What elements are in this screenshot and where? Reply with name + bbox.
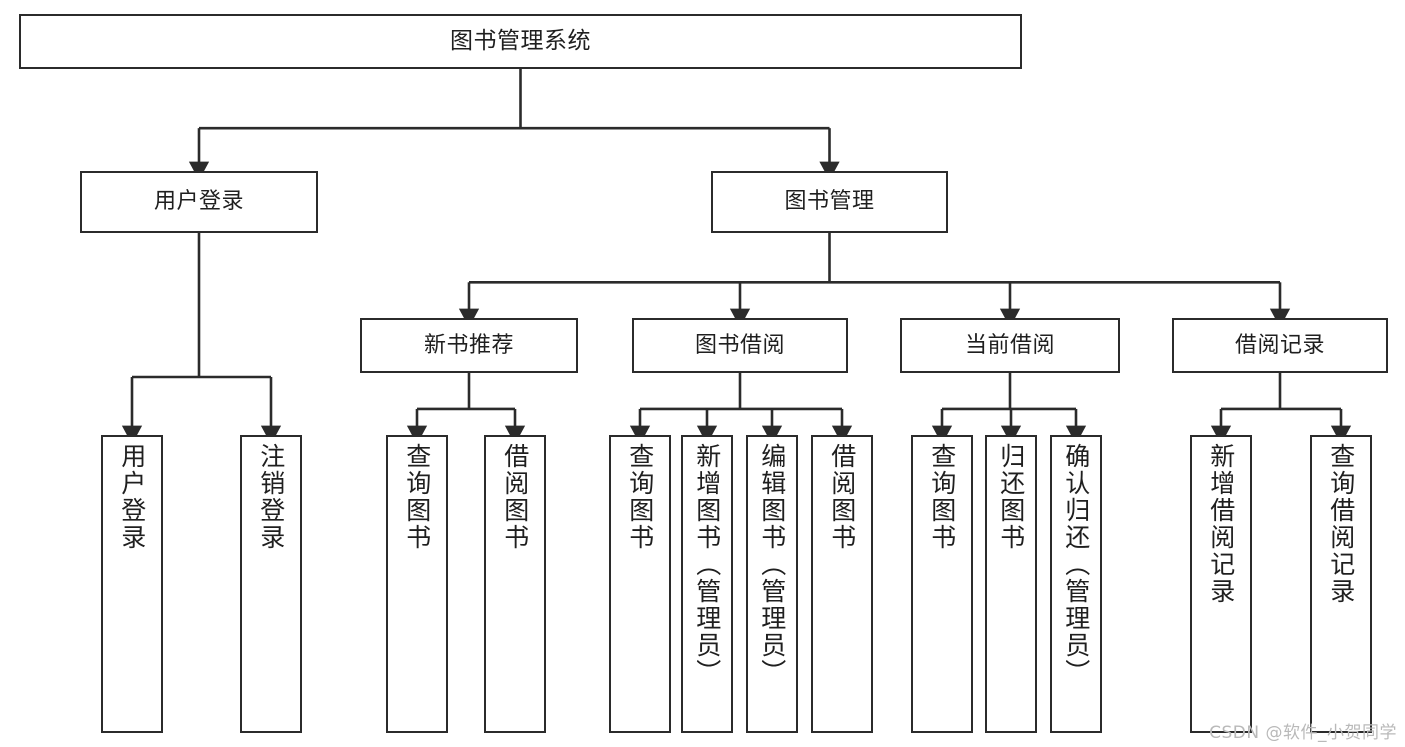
node-borrow-record[interactable]: 借阅记录 [1172, 318, 1388, 373]
node-book-management[interactable]: 图书管理 [711, 171, 948, 233]
leaf-return-book[interactable]: 归还图书 [985, 435, 1037, 733]
node-label: 新书推荐 [423, 332, 514, 358]
node-label: 编辑图书（管理员） [757, 443, 787, 686]
leaf-edit-book-admin[interactable]: 编辑图书（管理员） [746, 435, 798, 733]
node-label: 查询图书 [625, 443, 655, 551]
node-root-book-management-system[interactable]: 图书管理系统 [19, 14, 1022, 69]
node-label: 当前借阅 [964, 332, 1055, 358]
leaf-query-book-current[interactable]: 查询图书 [911, 435, 973, 733]
node-current-borrow[interactable]: 当前借阅 [900, 318, 1120, 373]
watermark: CSDN @软件_小贺同学 [1209, 723, 1397, 743]
leaf-user-login[interactable]: 用户登录 [101, 435, 163, 733]
node-label: 查询图书 [927, 443, 957, 551]
node-label: 查询图书 [402, 443, 432, 551]
node-label: 用户登录 [153, 189, 244, 215]
node-label: 确认归还（管理员） [1061, 443, 1091, 686]
leaf-query-book-new[interactable]: 查询图书 [386, 435, 448, 733]
leaf-query-borrow-record[interactable]: 查询借阅记录 [1310, 435, 1372, 733]
leaf-borrow-book-new[interactable]: 借阅图书 [484, 435, 546, 733]
leaf-confirm-return-admin[interactable]: 确认归还（管理员） [1050, 435, 1102, 733]
leaf-add-borrow-record[interactable]: 新增借阅记录 [1190, 435, 1252, 733]
node-label: 用户登录 [117, 443, 147, 551]
node-label: 借阅图书 [500, 443, 530, 551]
node-label: 图书借阅 [694, 332, 785, 358]
node-label: 归还图书 [996, 443, 1026, 551]
node-label: 注销登录 [256, 443, 286, 551]
node-label: 新增借阅记录 [1206, 443, 1236, 605]
node-new-book-recommendation[interactable]: 新书推荐 [360, 318, 578, 373]
leaf-lend-book[interactable]: 借阅图书 [811, 435, 873, 733]
leaf-add-book-admin[interactable]: 新增图书（管理员） [681, 435, 733, 733]
node-label: 查询借阅记录 [1326, 443, 1356, 605]
leaf-query-book-borrow[interactable]: 查询图书 [609, 435, 671, 733]
node-label: 图书管理系统 [450, 27, 591, 54]
node-label: 借阅记录 [1234, 332, 1325, 358]
node-label: 新增图书（管理员） [692, 443, 722, 686]
node-book-borrow[interactable]: 图书借阅 [632, 318, 848, 373]
node-user-login[interactable]: 用户登录 [80, 171, 318, 233]
node-label: 借阅图书 [827, 443, 857, 551]
node-label: 图书管理 [784, 189, 875, 215]
leaf-user-logout[interactable]: 注销登录 [240, 435, 302, 733]
